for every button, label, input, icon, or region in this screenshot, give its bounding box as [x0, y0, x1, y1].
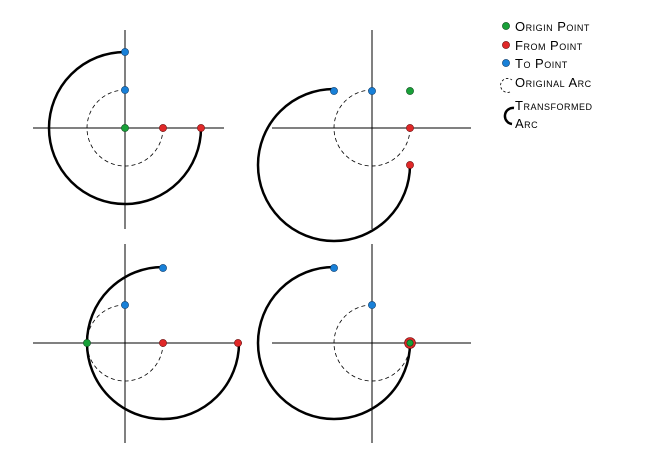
legend: Origin Point From Point To Point Origina… — [500, 19, 592, 131]
transformed-arc — [47, 50, 203, 206]
transformed-arc — [256, 265, 412, 421]
legend-item-transformed-arc: Transformed Arc — [503, 98, 592, 131]
legend-from-label: From Point — [515, 38, 583, 53]
from-point — [159, 339, 167, 347]
origin-point — [406, 339, 414, 347]
panel-bottom-left — [33, 244, 242, 443]
from-point-transformed — [406, 161, 414, 169]
to-point-transformed — [121, 48, 129, 56]
to-point — [368, 87, 376, 95]
origin-point — [83, 339, 91, 347]
to-point-swatch — [502, 59, 510, 67]
origin-point — [406, 87, 414, 95]
to-point — [121, 301, 129, 309]
to-point-transformed — [159, 264, 167, 272]
legend-to-label: To Point — [515, 56, 568, 71]
from-point — [159, 124, 167, 132]
panel-top-right — [256, 30, 471, 243]
legend-transformed-label-line1: Transformed — [515, 98, 592, 113]
transformed-arc — [256, 87, 412, 243]
origin-point — [121, 124, 129, 132]
legend-origin-label: Origin Point — [515, 19, 590, 34]
legend-item-origin: Origin Point — [502, 19, 590, 34]
to-point — [368, 301, 376, 309]
original-arc-swatch — [500, 78, 513, 93]
to-point-transformed — [330, 87, 338, 95]
legend-transformed-label-line2: Arc — [515, 116, 538, 131]
to-point — [121, 86, 129, 94]
from-point-transformed — [197, 124, 205, 132]
from-point-transformed — [234, 339, 242, 347]
from-point-swatch — [502, 41, 510, 49]
legend-item-to: To Point — [502, 56, 567, 71]
transformed-arc — [85, 265, 241, 421]
panel-top-left — [33, 30, 224, 229]
panel-bottom-right — [256, 244, 471, 443]
transformed-arc-swatch — [503, 106, 515, 126]
legend-item-original-arc: Original Arc — [500, 75, 592, 93]
from-point — [406, 124, 414, 132]
to-point-transformed — [330, 264, 338, 272]
origin-point-swatch — [502, 22, 510, 30]
legend-original-label: Original Arc — [515, 75, 592, 90]
legend-item-from: From Point — [502, 38, 582, 53]
